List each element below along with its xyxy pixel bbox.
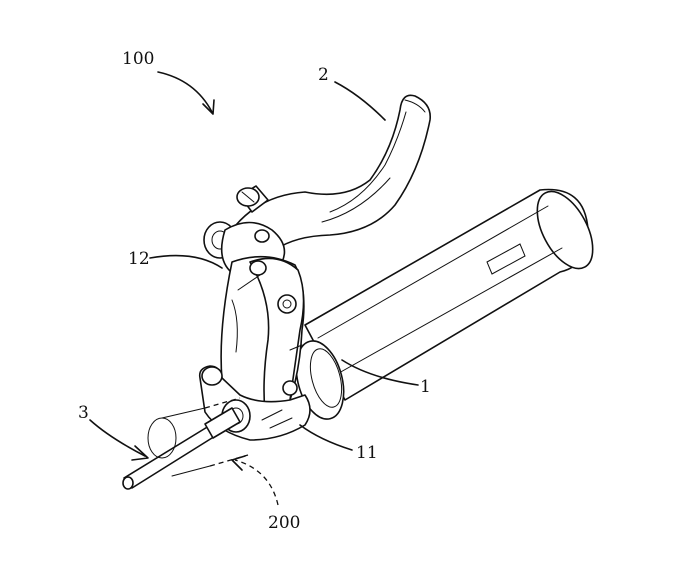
label-12: 12	[128, 249, 150, 269]
leader-lines	[89, 71, 419, 506]
brake-lever	[235, 94, 432, 251]
handlebar-grip	[304, 188, 594, 401]
dashed-tube	[147, 397, 249, 477]
adjust-knob	[236, 185, 269, 213]
main-body	[220, 255, 305, 426]
label-100: 100	[122, 49, 154, 69]
label-11: 11	[356, 443, 378, 463]
label-1: 1	[420, 377, 431, 397]
label-2: 2	[318, 65, 329, 85]
label-3: 3	[78, 403, 89, 423]
brake-cable	[122, 407, 241, 490]
label-200: 200	[268, 513, 300, 533]
